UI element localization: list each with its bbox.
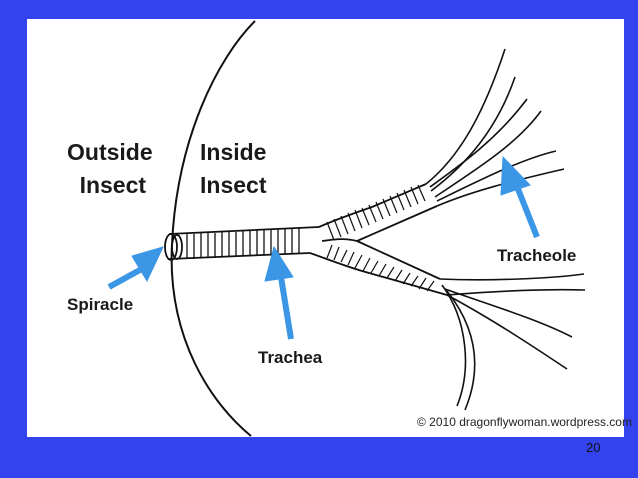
diagram-panel: Outside Insect Inside Insect Spiracle Tr…: [27, 19, 632, 437]
outside-label-line1: Outside: [67, 139, 153, 165]
tracheole-label: Tracheole: [497, 246, 577, 265]
tracheole-arrow-head: [500, 155, 531, 196]
upper-tracheoles: [425, 48, 565, 207]
trachea-rings: [186, 228, 300, 259]
arrows: [107, 155, 540, 340]
trachea-diagram: [107, 20, 586, 437]
upper-branch-rings: [326, 184, 426, 241]
lower-tracheoles: [439, 273, 586, 411]
page-number: 20: [586, 440, 601, 455]
trachea-tube: [164, 183, 448, 296]
body-wall-line: [170, 20, 256, 437]
trachea-label: Trachea: [258, 348, 323, 367]
trachea-arrow: [278, 276, 294, 340]
inside-insect-label: Inside Insect: [200, 136, 266, 202]
copyright-text: © 2010 dragonflywoman.wordpress.com: [417, 415, 632, 429]
trachea-arrow-head: [264, 245, 294, 282]
lower-branch-rings: [326, 244, 435, 292]
spiracle-label: Spiracle: [67, 295, 134, 314]
outside-insect-label: Outside Insect: [67, 136, 153, 202]
inside-label-line2: Insect: [200, 172, 267, 198]
spiracle-arrow-head: [131, 246, 164, 283]
tracheole-arrow: [515, 187, 540, 239]
outside-label-line2: Insect: [79, 172, 147, 198]
inside-label-line1: Inside: [200, 139, 267, 165]
